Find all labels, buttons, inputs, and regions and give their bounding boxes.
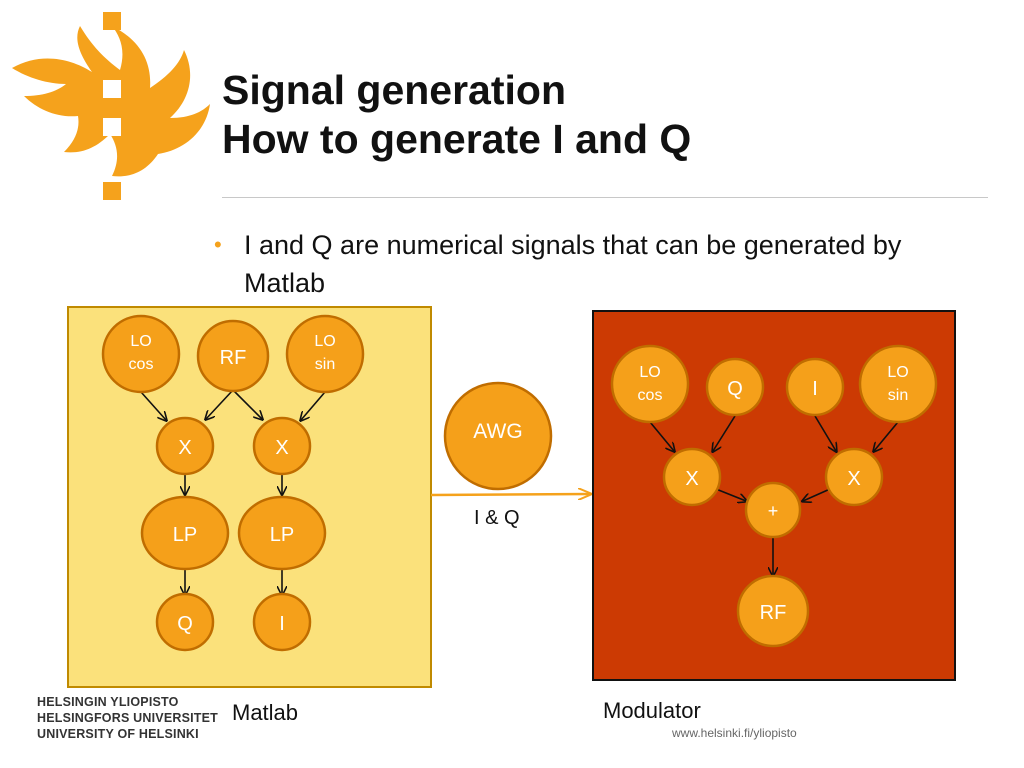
svg-text:AWG: AWG	[473, 420, 522, 443]
svg-text:cos: cos	[129, 356, 154, 373]
bullet-text: I and Q are numerical signals that can b…	[244, 230, 902, 298]
footer-url[interactable]: www.helsinki.fi/yliopisto	[672, 726, 797, 740]
matlab-node-i: I	[252, 592, 312, 652]
svg-text:sin: sin	[888, 387, 908, 404]
wordmark-line-2: HELSINGFORS UNIVERSITET	[37, 711, 219, 725]
svg-text:Q: Q	[177, 613, 193, 635]
title-divider	[222, 197, 988, 198]
matlab-node-q: Q	[155, 592, 215, 652]
svg-text:X: X	[178, 437, 191, 459]
modulator-node-lo-cos: LO cos	[610, 344, 690, 424]
svg-text:I: I	[812, 378, 818, 400]
svg-text:+: +	[768, 501, 779, 521]
iq-link-label: I & Q	[474, 507, 520, 529]
modulator-node-mixer-left: X	[662, 447, 722, 507]
svg-text:LO: LO	[130, 333, 151, 350]
matlab-caption: Matlab	[232, 700, 299, 725]
svg-text:I: I	[279, 613, 285, 635]
modulator-arrows	[649, 415, 899, 575]
svg-text:X: X	[847, 468, 860, 490]
slide-title: Signal generation How to generate I and …	[222, 66, 691, 164]
awg-node: AWG	[443, 381, 553, 491]
title-line-2: How to generate I and Q	[222, 116, 692, 162]
bullet-item: • I and Q are numerical signals that can…	[214, 226, 984, 302]
svg-text:Q: Q	[727, 378, 743, 400]
modulator-caption: Modulator	[603, 698, 701, 723]
wordmark-line-1: HELSINGIN YLIOPISTO	[37, 695, 179, 709]
svg-text:X: X	[685, 468, 698, 490]
matlab-node-mixer-left: X	[155, 416, 215, 476]
university-wordmark: HELSINGIN YLIOPISTO HELSINGFORS UNIVERSI…	[37, 694, 218, 742]
svg-text:RF: RF	[220, 347, 247, 369]
svg-text:LP: LP	[270, 524, 294, 546]
wordmark-line-3: UNIVERSITY OF HELSINKI	[37, 727, 199, 741]
svg-text:RF: RF	[760, 602, 787, 624]
modulator-node-mixer-right: X	[824, 447, 884, 507]
matlab-node-rf: RF	[196, 319, 270, 393]
matlab-arrows	[140, 389, 326, 594]
svg-text:X: X	[275, 437, 288, 459]
modulator-node-rf: RF	[736, 574, 810, 648]
iq-link-arrow	[430, 494, 590, 495]
svg-text:LO: LO	[887, 364, 908, 381]
svg-text:LP: LP	[173, 524, 197, 546]
modulator-node-lo-sin: LO sin	[858, 344, 938, 424]
bullet-dot-icon: •	[214, 232, 222, 257]
svg-text:LO: LO	[639, 364, 660, 381]
university-flame-logo	[12, 12, 210, 200]
modulator-node-q: Q	[705, 357, 765, 417]
matlab-node-lo-cos: LO cos	[101, 314, 181, 394]
matlab-node-mixer-right: X	[252, 416, 312, 476]
svg-text:LO: LO	[314, 333, 335, 350]
svg-text:cos: cos	[638, 387, 663, 404]
matlab-node-lp-left: LP	[140, 495, 230, 571]
modulator-node-i: I	[785, 357, 845, 417]
matlab-node-lo-sin: LO sin	[285, 314, 365, 394]
svg-text:sin: sin	[315, 356, 335, 373]
matlab-node-lp-right: LP	[237, 495, 327, 571]
title-line-1: Signal generation	[222, 67, 566, 113]
modulator-node-sum: +	[744, 481, 802, 539]
